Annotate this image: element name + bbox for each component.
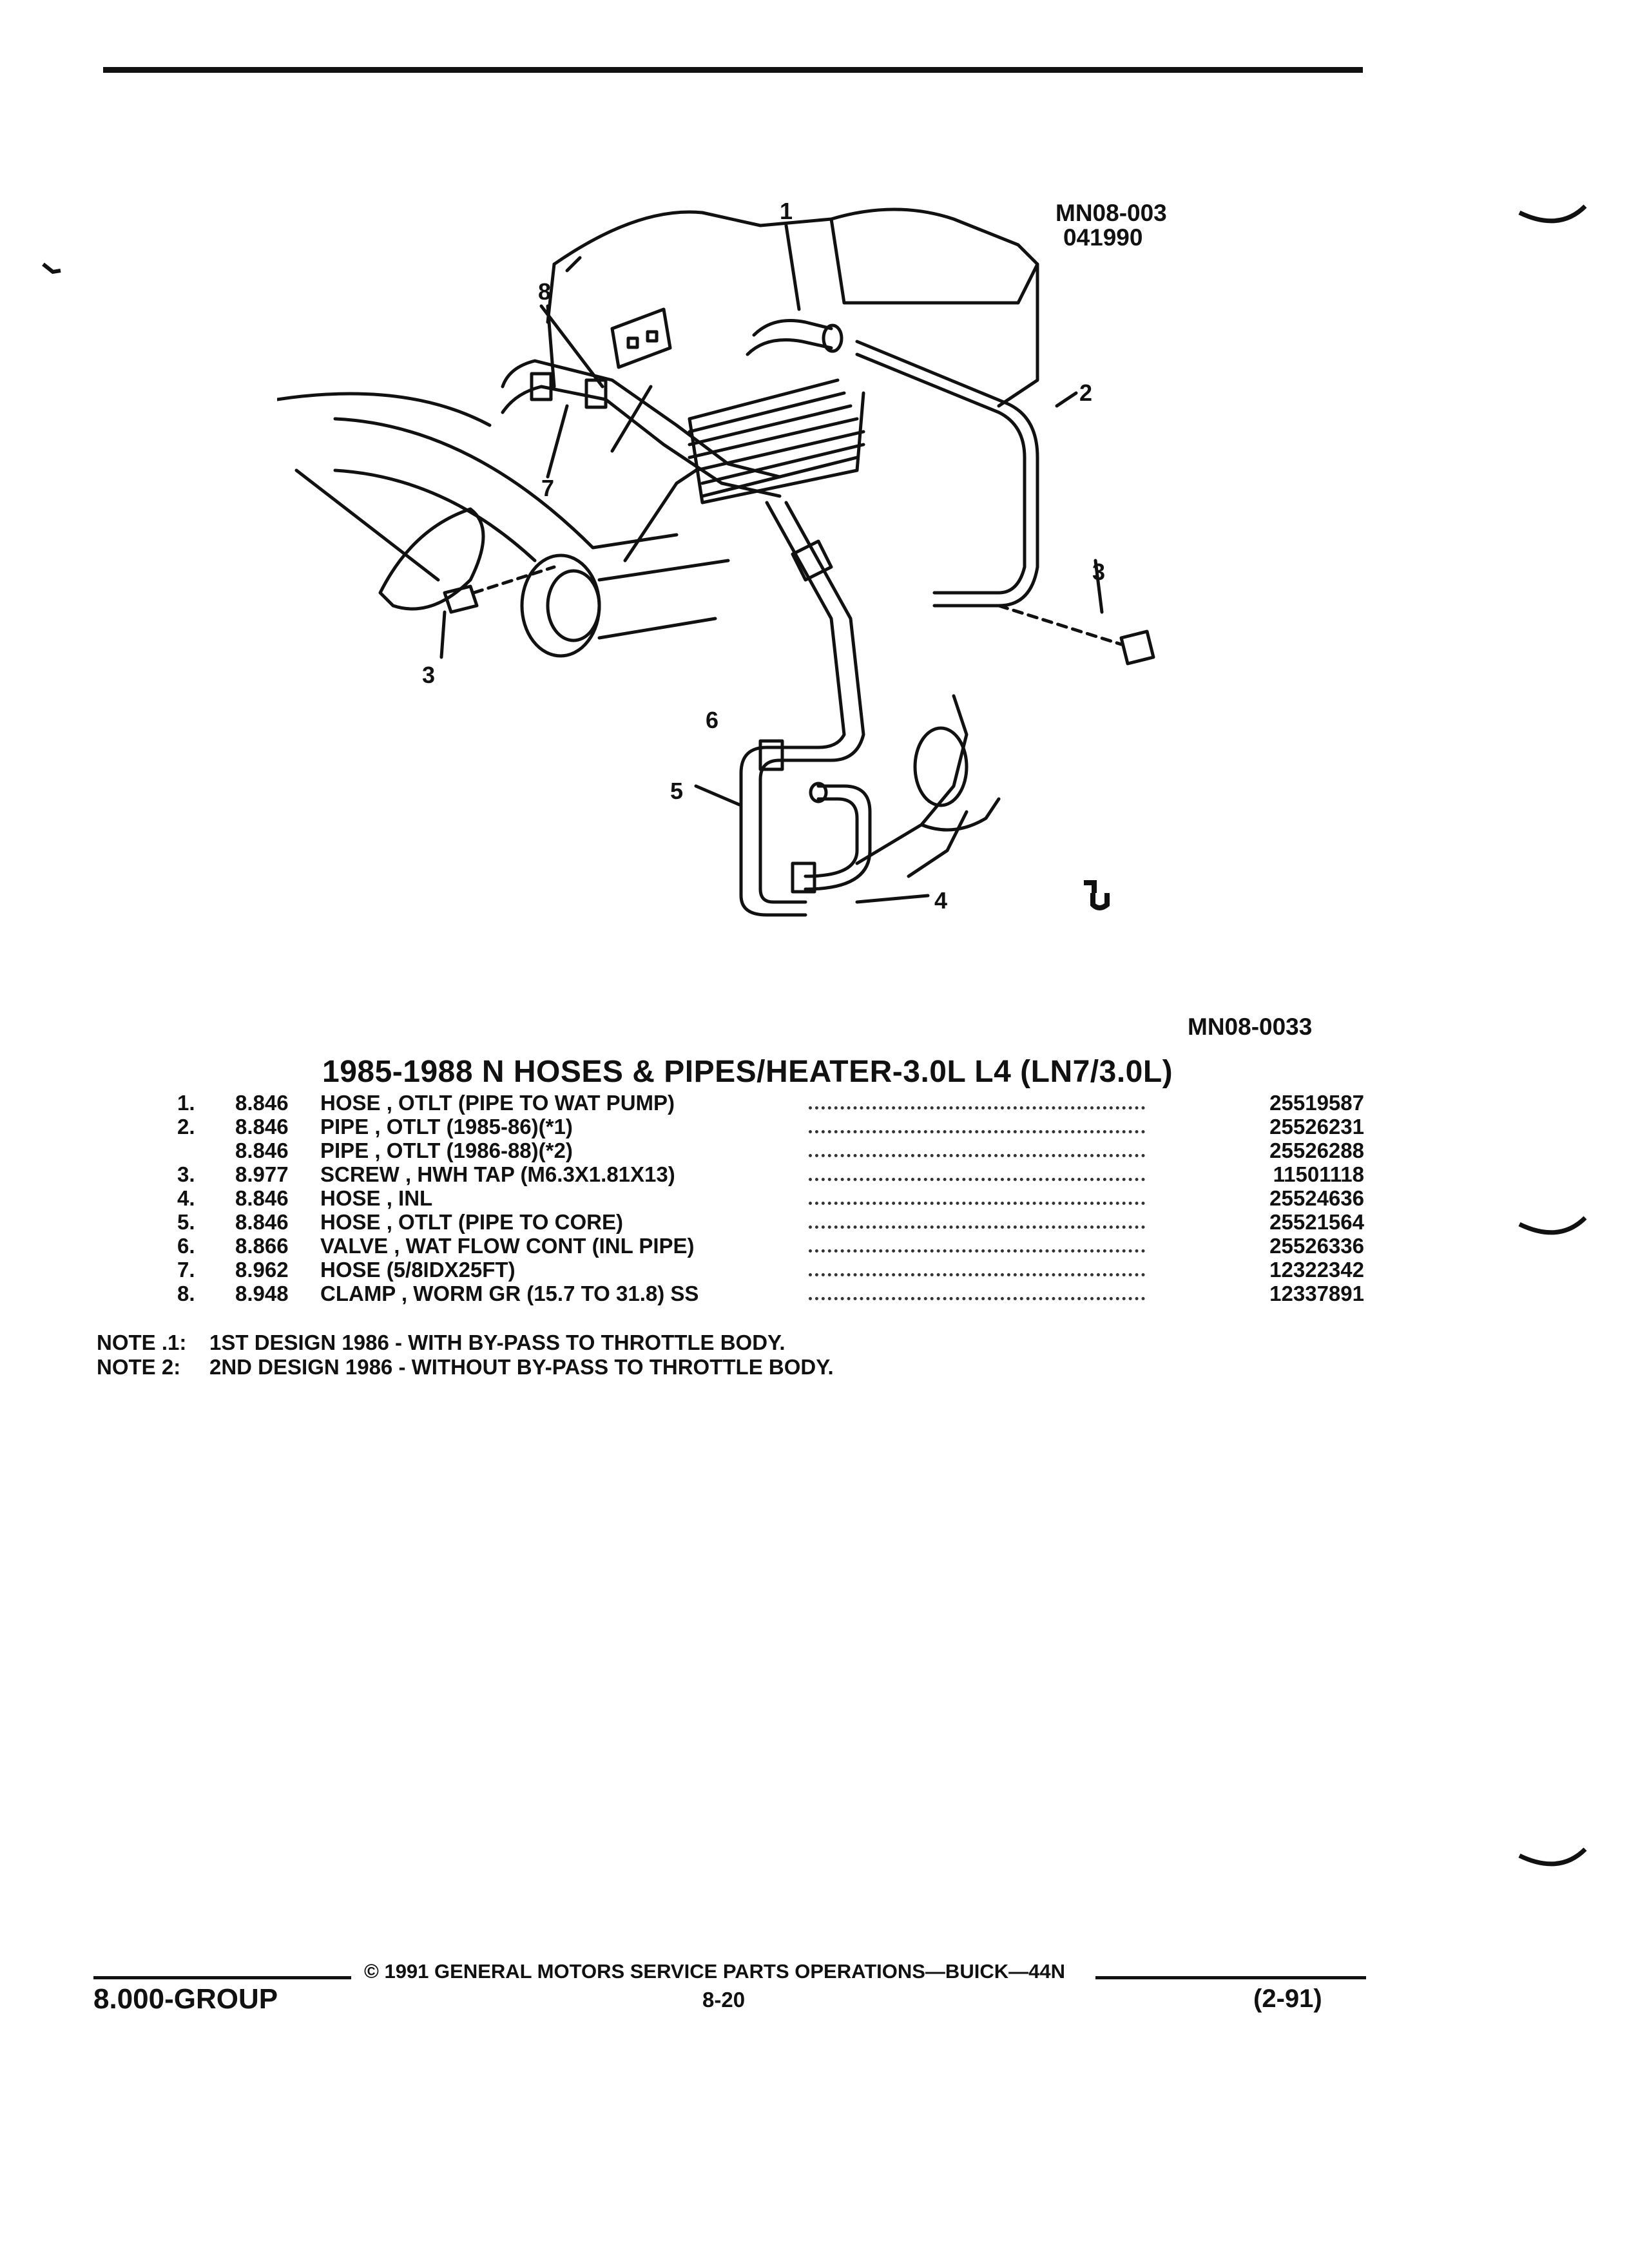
part-description: HOSE , INL	[320, 1186, 433, 1210]
note-1: NOTE .1: 1ST DESIGN 1986 - WITH BY-PASS T…	[97, 1331, 834, 1355]
callout-3-right: 3	[1092, 559, 1105, 585]
note-label: NOTE 2:	[97, 1355, 181, 1379]
dot-leader	[809, 1249, 1145, 1253]
note-text: 2ND DESIGN 1986 - WITHOUT BY-PASS TO THR…	[209, 1355, 834, 1379]
dot-leader	[809, 1273, 1145, 1276]
part-group: 8.977	[235, 1162, 289, 1186]
part-number: 12322342	[1269, 1258, 1364, 1282]
part-row: 2. 8.846 PIPE , OTLT (1985-86)(*1) 25526…	[177, 1115, 1364, 1139]
part-number: 25519587	[1269, 1091, 1364, 1115]
gm-cu-logo-icon	[1084, 880, 1110, 910]
part-description: HOSE , OTLT (PIPE TO WAT PUMP)	[320, 1091, 675, 1115]
diagram-code-top: MN08-003 041990	[1055, 201, 1167, 250]
part-group: 8.846	[235, 1186, 289, 1210]
dot-leader	[809, 1202, 1145, 1205]
dot-leader	[809, 1178, 1145, 1181]
footer-rule-right	[1095, 1976, 1366, 1979]
part-group: 8.948	[235, 1282, 289, 1305]
diagram-code-line1: MN08-003	[1055, 200, 1167, 226]
dot-leader	[809, 1106, 1145, 1110]
part-row: 5. 8.846 HOSE , OTLT (PIPE TO CORE) 2552…	[177, 1210, 1364, 1234]
callout-5: 5	[670, 778, 683, 804]
part-description: PIPE , OTLT (1986-88)(*2)	[320, 1139, 573, 1162]
callout-7: 7	[541, 475, 554, 501]
part-number: 12337891	[1269, 1282, 1364, 1305]
part-index: 5.	[177, 1210, 195, 1234]
part-number: 25526288	[1269, 1139, 1364, 1162]
footer-rule-left	[93, 1976, 351, 1979]
part-number: 25521564	[1269, 1210, 1364, 1234]
diagram-code-bottom: MN08-0033	[1188, 1014, 1313, 1040]
note-2: NOTE 2: 2ND DESIGN 1986 - WITHOUT BY-PASS…	[97, 1355, 834, 1379]
engine-hose-diagram: 1 2 3 3 4 5 6 7 8	[277, 198, 1155, 917]
part-description: HOSE , OTLT (PIPE TO CORE)	[320, 1210, 623, 1234]
part-row: 8. 8.948 CLAMP , WORM GR (15.7 TO 31.8) …	[177, 1282, 1364, 1305]
part-row: 4. 8.846 HOSE , INL 25524636	[177, 1186, 1364, 1210]
part-number: 25526231	[1269, 1115, 1364, 1139]
part-number: 11501118	[1273, 1162, 1364, 1186]
part-index: 8.	[177, 1282, 195, 1305]
callout-4: 4	[934, 887, 947, 914]
callout-6: 6	[706, 707, 718, 733]
part-group: 8.846	[235, 1091, 289, 1115]
diagram-code-line2: 041990	[1063, 224, 1143, 251]
part-description: CLAMP , WORM GR (15.7 TO 31.8) SS	[320, 1282, 699, 1305]
part-row: 6. 8.866 VALVE , WAT FLOW CONT (INL PIPE…	[177, 1234, 1364, 1258]
callout-8: 8	[538, 278, 551, 305]
part-index: 6.	[177, 1234, 195, 1258]
part-number: 25524636	[1269, 1186, 1364, 1210]
part-number: 25526336	[1269, 1234, 1364, 1258]
part-row: 3. 8.977 SCREW , HWH TAP (M6.3X1.81X13) …	[177, 1162, 1364, 1186]
part-group: 8.962	[235, 1258, 289, 1282]
dot-leader	[809, 1154, 1145, 1157]
note-label: NOTE .1:	[97, 1331, 187, 1354]
note-text: 1ST DESIGN 1986 - WITH BY-PASS TO THROTT…	[209, 1331, 786, 1354]
footer-copyright: © 1991 GENERAL MOTORS SERVICE PARTS OPER…	[364, 1960, 1065, 1983]
margin-marks	[1518, 204, 1587, 1867]
footer-page-number: 8-20	[702, 1988, 746, 2012]
callout-3-left: 3	[422, 662, 435, 688]
callout-2: 2	[1079, 380, 1092, 406]
top-rule	[103, 67, 1363, 73]
footer-date-code: (2-91)	[1253, 1984, 1322, 2013]
part-index: 1.	[177, 1091, 195, 1115]
footer-group: 8.000-GROUP	[93, 1983, 278, 2015]
dot-leader	[809, 1225, 1145, 1229]
callout-1: 1	[780, 198, 793, 224]
part-index: 7.	[177, 1258, 195, 1282]
parts-list: 1. 8.846 HOSE , OTLT (PIPE TO WAT PUMP) …	[177, 1091, 1364, 1305]
part-index: 4.	[177, 1186, 195, 1210]
part-description: HOSE (5/8IDX25FT)	[320, 1258, 516, 1282]
part-row: 1. 8.846 HOSE , OTLT (PIPE TO WAT PUMP) …	[177, 1091, 1364, 1115]
part-group: 8.866	[235, 1234, 289, 1258]
section-title: 1985-1988 N HOSES & PIPES/HEATER-3.0L L4…	[322, 1055, 1173, 1089]
part-index: 3.	[177, 1162, 195, 1186]
part-row: 7. 8.962 HOSE (5/8IDX25FT) 12322342	[177, 1258, 1364, 1282]
dot-leader	[809, 1297, 1145, 1300]
part-group: 8.846	[235, 1115, 289, 1139]
part-description: VALVE , WAT FLOW CONT (INL PIPE)	[320, 1234, 695, 1258]
part-description: PIPE , OTLT (1985-86)(*1)	[320, 1115, 573, 1139]
part-index: 2.	[177, 1115, 195, 1139]
part-group: 8.846	[235, 1210, 289, 1234]
dot-leader	[809, 1130, 1145, 1133]
scan-speck	[42, 262, 61, 274]
notes: NOTE .1: 1ST DESIGN 1986 - WITH BY-PASS T…	[97, 1331, 834, 1379]
part-description: SCREW , HWH TAP (M6.3X1.81X13)	[320, 1162, 675, 1186]
part-group: 8.846	[235, 1139, 289, 1162]
part-row: 8.846 PIPE , OTLT (1986-88)(*2) 25526288	[177, 1139, 1364, 1162]
